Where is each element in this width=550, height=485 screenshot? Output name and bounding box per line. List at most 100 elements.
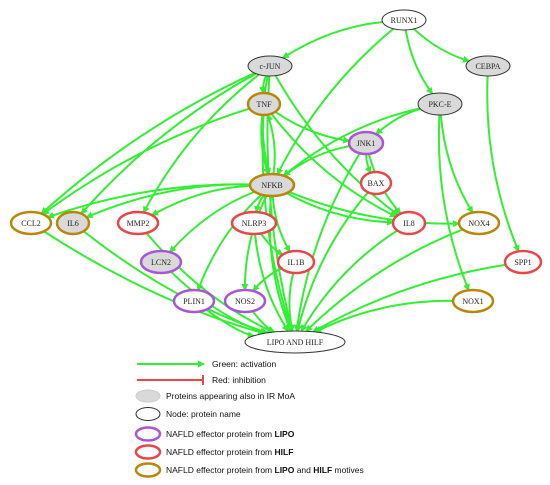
node-cjun: c-JUN <box>247 55 293 77</box>
node-label: NOX4 <box>468 219 489 228</box>
node-tnf: TNF <box>246 91 282 117</box>
legend-both-label: NAFLD effector protein from LIPO and HIL… <box>166 465 364 475</box>
edge-nfkb-to-il6 <box>85 183 251 219</box>
node-label: RUNX1 <box>391 16 418 25</box>
edge-nfkb-to-lipohilf <box>268 195 292 332</box>
node-label: JNK1 <box>357 139 376 148</box>
legend-lipo: NAFLD effector protein from LIPO <box>134 426 295 442</box>
node-label: PLIN1 <box>183 297 205 306</box>
node-nox4: NOX4 <box>457 210 501 236</box>
node-nos2: NOS2 <box>223 288 267 314</box>
node-shape <box>391 210 427 236</box>
edge-tnf-to-il8 <box>270 113 397 218</box>
node-spp1: SPP1 <box>503 249 543 275</box>
node-pkce: PKC-E <box>417 92 463 116</box>
node-shape <box>247 55 293 77</box>
edge-nfkb-to-il1b <box>271 195 291 253</box>
edge-cjun-to-il8 <box>274 75 399 216</box>
edge-pkce-to-jnk1 <box>375 108 421 135</box>
node-runx1: RUNX1 <box>381 9 427 31</box>
node-shape <box>223 288 267 314</box>
node-shape <box>465 55 511 77</box>
edge-cjun-to-il6 <box>80 72 257 215</box>
edge-cjun-to-tnf <box>259 75 267 95</box>
node-shape <box>230 210 278 236</box>
node-shape <box>116 210 160 236</box>
edge-nfkb-to-nlrp3 <box>254 194 265 214</box>
edge-nlrp3-to-il1b <box>260 232 284 256</box>
edge-nox4-to-lipohilf <box>305 228 464 332</box>
edge-nfkb-to-lcn2 <box>169 190 255 253</box>
node-il1b: IL1B <box>276 249 316 275</box>
edge-tnf-to-jnk1 <box>274 110 351 144</box>
edge-jnk1-to-bax <box>364 153 372 174</box>
node-mmp2: MMP2 <box>116 210 160 236</box>
node-shape <box>503 249 543 275</box>
edge-nfkb-to-mmp2 <box>151 184 251 217</box>
node-label: IL1B <box>288 258 305 267</box>
node-shape <box>244 330 346 354</box>
legend-node: Node: protein name <box>135 407 241 421</box>
edge-nos2-to-lipohilf <box>251 310 276 333</box>
edge-nfkb-to-il8 <box>286 192 395 226</box>
edge-cebpa-to-spp1 <box>486 75 520 253</box>
edge-ccl2-to-lipohilf <box>43 230 266 336</box>
legend-shared-label: Proteins appearing also in IR MoA <box>166 391 295 401</box>
edge-pkce-to-nfkb <box>282 107 421 177</box>
node-label: PKC-E <box>428 100 451 109</box>
edge-nfkb-to-nox4 <box>288 191 461 228</box>
node-shape <box>381 9 427 31</box>
edge-cjun-to-mmp2 <box>142 73 260 214</box>
node-label: MMP2 <box>127 219 150 228</box>
node-shape <box>9 210 53 236</box>
node-shape <box>139 249 183 275</box>
white-ellipse-icon <box>135 407 161 421</box>
edge-spp1-to-lipohilf <box>312 263 506 333</box>
node-label: SPP1 <box>514 258 531 267</box>
node-label: IL6 <box>67 219 79 228</box>
node-il8: IL8 <box>391 210 427 236</box>
edges-layer <box>40 21 520 339</box>
node-lcn2: LCN2 <box>139 249 183 275</box>
edge-nox1-to-lipohilf <box>314 299 454 333</box>
edge-jnk1-to-nfkb <box>283 145 350 177</box>
edge-runx1-to-pkce <box>404 29 434 95</box>
edge-nfkb-to-plin1 <box>196 193 263 292</box>
edge-il8-to-lipohilf <box>300 229 398 332</box>
purple-ellipse-icon <box>134 426 162 442</box>
node-nox1: NOX1 <box>451 288 495 314</box>
edge-mmp2-to-lipohilf <box>145 232 275 333</box>
node-label: TNF <box>256 100 272 109</box>
node-jnk1: JNK1 <box>347 130 385 156</box>
edge-jnk1-to-lipohilf <box>293 152 361 332</box>
legend-hilf: NAFLD effector protein from HILF <box>134 444 293 460</box>
node-shape <box>457 210 501 236</box>
legend: Green: activation Red: inhibition Protei… <box>134 359 364 478</box>
edge-lcn2-to-lipohilf <box>170 270 268 335</box>
node-shape <box>451 288 495 314</box>
edge-nlrp3-to-lipohilf <box>254 233 289 332</box>
node-shape <box>55 210 91 236</box>
edge-runx1-to-nfkb <box>276 27 395 176</box>
node-il6: IL6 <box>55 210 91 236</box>
edge-pkce-to-nox1 <box>437 114 470 292</box>
edge-bax-to-lipohilf <box>295 191 369 332</box>
node-label: NOX1 <box>462 297 483 306</box>
node-label: NLRP3 <box>242 219 266 228</box>
node-label: LIPO AND HILF <box>267 338 324 347</box>
edge-il1b-to-lipohilf <box>287 272 295 332</box>
node-shape <box>246 91 282 117</box>
node-ccl2: CCL2 <box>9 210 53 236</box>
node-label: CCL2 <box>21 219 41 228</box>
node-label: BAX <box>368 179 385 188</box>
legend-hilf-label: NAFLD effector protein from HILF <box>166 447 293 457</box>
edge-cjun-to-ccl2 <box>40 72 255 215</box>
node-shape <box>347 130 385 156</box>
node-shape <box>248 172 296 198</box>
node-lipohilf: LIPO AND HILF <box>244 330 346 354</box>
edge-plin1-to-lipohilf <box>205 308 255 339</box>
node-label: NFKB <box>261 181 282 190</box>
edge-nfkb-to-nos2 <box>241 195 268 291</box>
edge-runx1-to-cjun <box>281 21 383 59</box>
